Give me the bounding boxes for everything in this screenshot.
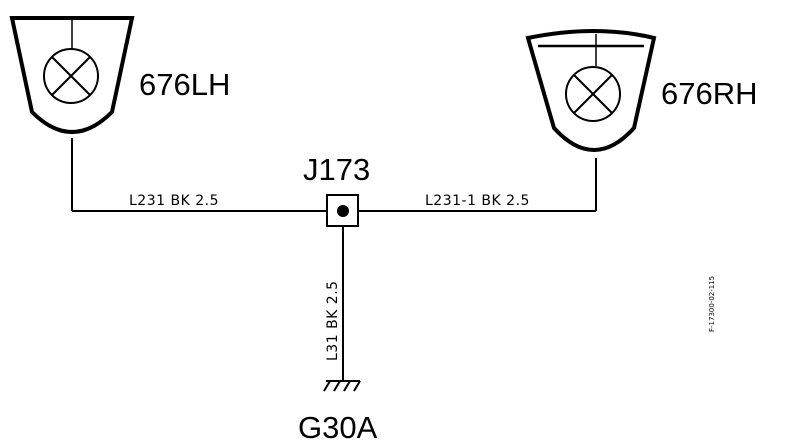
lamp-left-label: 676LH <box>139 67 230 102</box>
lamp-bulb-icon <box>43 48 99 104</box>
lamp-right <box>525 29 657 152</box>
wire-right-label: L231-1 BK 2.5 <box>425 193 530 209</box>
ground-label: G30A <box>298 410 378 445</box>
lamp-left <box>9 16 135 134</box>
junction-label: J173 <box>303 152 370 187</box>
lamp-right-label: 676RH <box>661 76 758 111</box>
junction-connector <box>326 194 359 227</box>
splice-dot-icon <box>337 205 349 217</box>
wire-left-label: L231 BK 2.5 <box>129 193 219 209</box>
wire-ground-label: L31 BK 2.5 <box>325 280 341 361</box>
wire-right <box>358 158 597 212</box>
figure-code: F-17300-02-115 <box>708 276 716 332</box>
wire-left <box>71 138 327 212</box>
lamp-bulb-icon <box>565 66 621 122</box>
ground-icon <box>323 380 361 392</box>
